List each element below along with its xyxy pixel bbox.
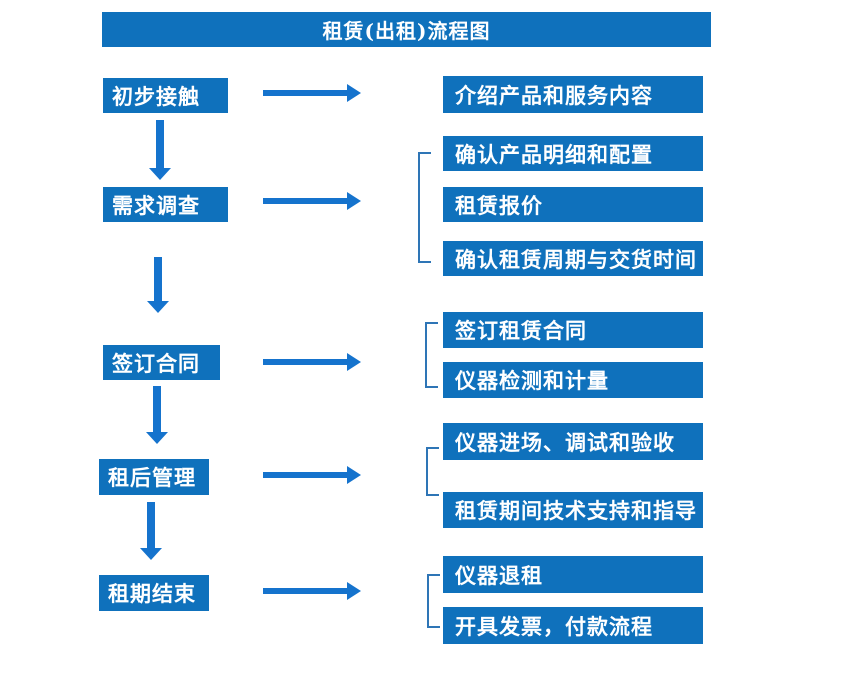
detail-label: 开具发票，付款流程 <box>455 613 653 639</box>
step-box-demand-survey: 需求调查 <box>103 187 228 222</box>
step-label: 初步接触 <box>112 83 200 109</box>
bracket-icon-demand-survey <box>418 152 431 263</box>
detail-label: 仪器检测和计量 <box>455 368 609 393</box>
detail-box-sign-rental-contract: 签订租赁合同 <box>443 312 703 348</box>
bracket-icon-sign-contract <box>425 322 438 388</box>
bracket-icon-post-rental <box>426 447 439 496</box>
step-box-rental-end: 租期结束 <box>99 575 209 611</box>
title-bar: 租赁(出租)流程图 <box>102 12 711 47</box>
detail-label: 确认租赁周期与交货时间 <box>455 246 697 272</box>
detail-box-confirm-product-details: 确认产品明细和配置 <box>443 136 703 171</box>
detail-label: 仪器进场、调试和验收 <box>455 429 675 455</box>
detail-box-instrument-testing: 仪器检测和计量 <box>443 362 703 398</box>
detail-box-invoice-payment: 开具发票，付款流程 <box>443 607 703 644</box>
bracket-icon-rental-end <box>427 574 440 628</box>
page-title: 租赁(出租)流程图 <box>322 19 491 43</box>
arrow-right-icon-5 <box>263 582 361 600</box>
step-label: 签订合同 <box>112 350 200 376</box>
arrow-down-icon-2 <box>147 257 169 313</box>
arrow-down-icon-4 <box>140 502 162 560</box>
detail-box-introduce-products: 介绍产品和服务内容 <box>443 76 703 113</box>
step-label: 租期结束 <box>108 581 196 606</box>
detail-box-instrument-return: 仪器退租 <box>443 556 703 593</box>
arrow-right-icon-2 <box>263 192 361 210</box>
detail-box-tech-support: 租赁期间技术支持和指导 <box>443 492 703 528</box>
detail-box-confirm-period-delivery: 确认租赁周期与交货时间 <box>443 241 703 276</box>
arrow-down-icon-1 <box>149 120 171 180</box>
detail-label: 仪器退租 <box>455 562 543 588</box>
step-box-initial-contact: 初步接触 <box>103 78 228 113</box>
detail-label: 确认产品明细和配置 <box>455 141 653 167</box>
arrow-right-icon-4 <box>263 466 361 484</box>
arrow-down-icon-3 <box>146 386 168 444</box>
detail-label: 签订租赁合同 <box>455 318 587 343</box>
arrow-right-icon-1 <box>263 84 361 102</box>
step-box-sign-contract: 签订合同 <box>103 345 220 380</box>
step-box-post-rental-management: 租后管理 <box>99 459 209 495</box>
detail-label: 租赁期间技术支持和指导 <box>455 498 697 523</box>
detail-label: 介绍产品和服务内容 <box>455 82 653 108</box>
detail-box-instrument-setup-acceptance: 仪器进场、调试和验收 <box>443 423 703 460</box>
step-label: 需求调查 <box>112 192 200 218</box>
step-label: 租后管理 <box>108 465 196 490</box>
detail-box-rental-quote: 租赁报价 <box>443 187 703 222</box>
arrow-right-icon-3 <box>263 353 361 371</box>
detail-label: 租赁报价 <box>455 192 543 218</box>
